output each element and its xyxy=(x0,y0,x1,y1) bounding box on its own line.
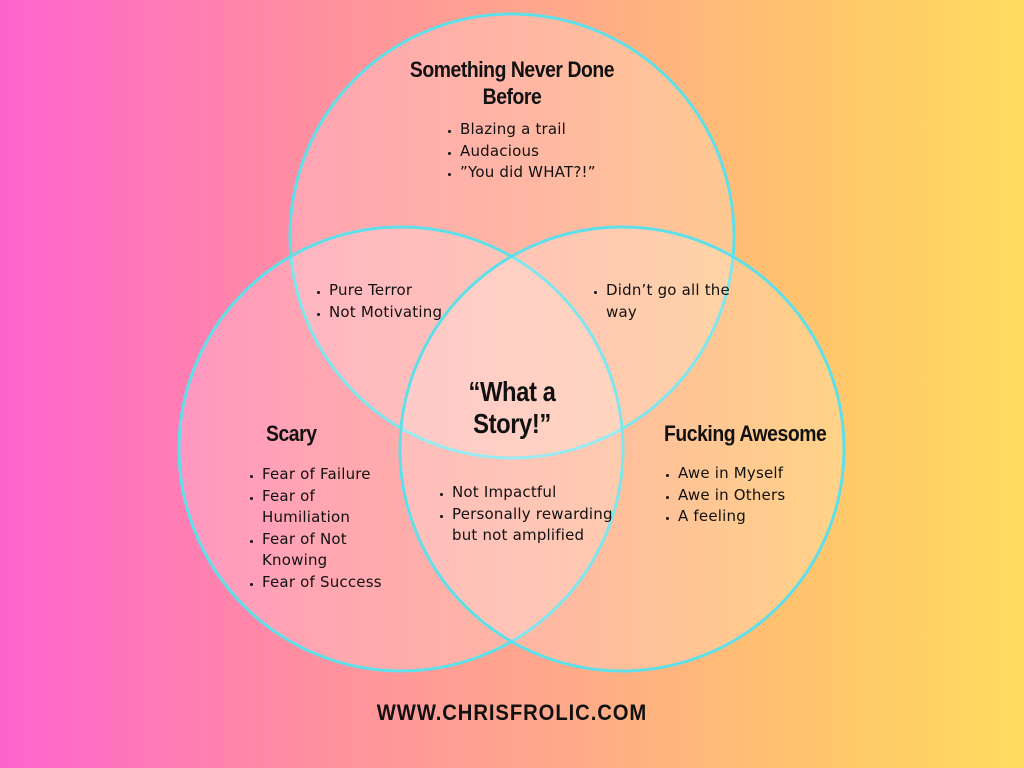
list-item: A feeling xyxy=(678,506,838,528)
list-item: Pure Terror xyxy=(329,280,489,302)
list-item: Fear of Humiliation xyxy=(262,486,362,529)
circle-something-never-done-before xyxy=(288,12,736,460)
list-item: Audacious xyxy=(460,141,680,163)
right-set-title: Fucking Awesome xyxy=(664,421,827,446)
left-right-intersection-items: Not Impactful Personally rewarding but n… xyxy=(430,482,624,547)
left-set-items: Fear of Failure Fear of Humiliation Fear… xyxy=(240,464,422,593)
left-set-title: Scary xyxy=(266,421,317,446)
list-item: Blazing a trail xyxy=(460,119,680,141)
list-item: Not Motivating xyxy=(329,302,489,324)
list-item: Didn’t go all the way xyxy=(606,280,731,323)
list-item: Personally rewarding but not amplified xyxy=(452,504,624,547)
list-item: ”You did WHAT?!” xyxy=(460,162,680,184)
list-item: Fear of Failure xyxy=(262,464,422,486)
list-item: Awe in Myself xyxy=(678,463,838,485)
circle-fucking-awesome xyxy=(398,225,846,673)
top-set-title: Something Never Done Before xyxy=(409,57,615,109)
top-set-items: Blazing a trail Audacious ”You did WHAT?… xyxy=(438,119,680,184)
list-item: Fear of Success xyxy=(262,572,422,594)
list-item: Awe in Others xyxy=(678,485,838,507)
center-intersection-title: “What a Story!” xyxy=(468,376,556,439)
list-item: Not Impactful xyxy=(452,482,624,504)
website-url: WWW.CHRISFROLIC.COM xyxy=(376,700,648,725)
list-item: Fear of Not Knowing xyxy=(262,529,362,572)
right-set-items: Awe in Myself Awe in Others A feeling xyxy=(656,463,838,528)
top-left-intersection-items: Pure Terror Not Motivating xyxy=(307,280,489,323)
top-right-intersection-items: Didn’t go all the way xyxy=(584,280,731,323)
